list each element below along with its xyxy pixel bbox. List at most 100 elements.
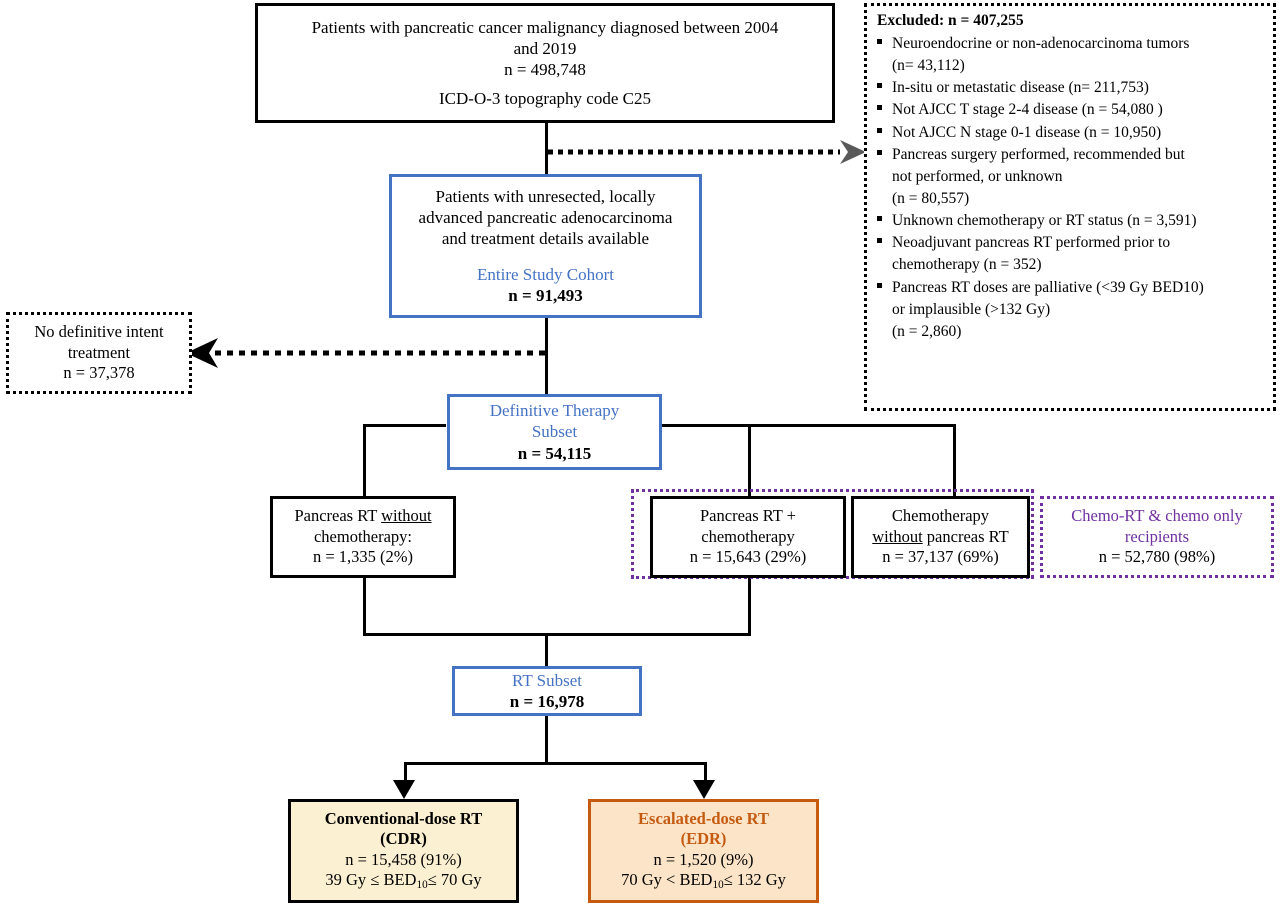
connector-cohort-to-definitive — [545, 316, 548, 394]
node-chemo-without-rt: Chemotherapy without pancreas RT n = 37,… — [851, 496, 1030, 578]
square-bullet-icon — [877, 216, 882, 222]
node-rt-without-chemo: Pancreas RT without chemotherapy: n = 1,… — [270, 496, 456, 578]
connector-convergence-horizontal — [363, 633, 751, 636]
edr-title-line1: Escalated-dose RT — [638, 808, 769, 828]
definitive-subset-label-line2: Subset — [531, 422, 578, 442]
connector-to-cdr — [404, 762, 407, 784]
no-definitive-line1: No definitive intent — [34, 322, 164, 342]
square-bullet-icon — [877, 149, 882, 155]
chemo-no-rt-line2: without pancreas RT — [872, 527, 1008, 547]
rt-subset-label: RT Subset — [512, 670, 582, 690]
node-conventional-dose-rt: Conventional-dose RT (CDR) n = 15,458 (9… — [288, 799, 519, 903]
node-rt-plus-chemo: Pancreas RT + chemotherapy n = 15,643 (2… — [650, 496, 846, 578]
connector-branch-rt-chemo — [748, 424, 751, 496]
rt-no-chemo-count: n = 1,335 (2%) — [312, 547, 414, 567]
study-cohort-label: Entire Study Cohort — [477, 264, 614, 284]
connector-branch-chemo-only — [953, 424, 956, 496]
connector-bottom-split-horizontal — [404, 762, 706, 765]
rt-plus-chemo-line2: chemotherapy — [701, 526, 795, 546]
cdr-dose-pre: 39 Gy ≤ BED — [325, 870, 417, 890]
excluded-item-text: Not AJCC N stage 0-1 disease (n = 10,950… — [892, 123, 1162, 141]
cdr-dose-post: ≤ 70 Gy — [427, 870, 482, 890]
excluded-item: Pancreas surgery performed, recommended … — [875, 144, 1265, 210]
no-definitive-count: n = 37,378 — [63, 363, 135, 383]
connector-to-edr — [704, 762, 707, 784]
rt-no-chemo-line1: Pancreas RT without — [294, 506, 431, 526]
definitive-subset-count: n = 54,115 — [517, 443, 592, 463]
excluded-item: Unknown chemotherapy or RT status (n = 3… — [875, 210, 1265, 232]
square-bullet-icon — [877, 238, 882, 244]
rt-no-chemo-line2: chemotherapy: — [313, 526, 413, 546]
study-cohort-line1: Patients with unresected, locally — [435, 187, 656, 207]
node-no-definitive-treatment: No definitive intent treatment n = 37,37… — [6, 312, 192, 394]
chemort-group-line1: Chemo-RT & chemo only — [1071, 506, 1243, 526]
chemo-no-rt-line1: Chemotherapy — [891, 506, 990, 526]
edr-dose-range: 70 Gy < BED10≤ 132 Gy — [621, 870, 786, 893]
rt-no-chemo-without: without — [381, 506, 432, 526]
study-cohort-count: n = 91,493 — [508, 285, 583, 305]
source-cohort-count: n = 498,748 — [504, 60, 586, 79]
node-source-cohort: Patients with pancreatic cancer malignan… — [255, 3, 835, 123]
rt-plus-chemo-line1: Pancreas RT + — [700, 506, 796, 526]
excluded-item-cont2: (n = 2,860) — [892, 322, 962, 340]
excluded-title: Excluded: n = 407,255 — [877, 12, 1024, 29]
connector-convergence-to-rtsubset — [545, 633, 548, 666]
definitive-subset-label-line1: Definitive Therapy — [489, 401, 620, 421]
excluded-item-text: Pancreas surgery performed, recommended … — [892, 145, 1185, 163]
excluded-item-text: Neuroendocrine or non-adenocarcinoma tum… — [892, 34, 1190, 52]
study-cohort-line2: advanced pancreatic adenocarcinoma — [418, 208, 673, 228]
edr-dose-pre: 70 Gy < BED — [621, 870, 713, 890]
chemort-group-count: n = 52,780 (98%) — [1098, 547, 1216, 567]
source-cohort-line1: Patients with pancreatic cancer malignan… — [311, 17, 779, 37]
excluded-list: Neuroendocrine or non-adenocarcinoma tum… — [875, 33, 1265, 343]
connector-rtbox-down-middle — [748, 578, 751, 636]
rt-plus-chemo-count: n = 15,643 (29%) — [689, 547, 807, 567]
edr-dose-sub: 10 — [712, 879, 724, 892]
cdr-count: n = 15,458 (91%) — [345, 849, 462, 869]
square-bullet-icon — [877, 38, 882, 44]
cdr-dose-sub: 10 — [416, 879, 428, 892]
edr-dose-post: ≤ 132 Gy — [723, 870, 786, 890]
chemo-no-rt-line2-b: pancreas RT — [922, 526, 1009, 546]
excluded-item: Pancreas RT doses are palliative (<39 Gy… — [875, 277, 1265, 343]
connector-definitive-left-horizontal — [363, 424, 446, 427]
excluded-item: Neuroendocrine or non-adenocarcinoma tum… — [875, 33, 1265, 77]
excluded-item-cont: or implausible (>132 Gy) — [892, 300, 1051, 318]
arrowhead-to-excluded — [840, 140, 866, 164]
excluded-item-text: Neoadjuvant pancreas RT performed prior … — [892, 234, 1171, 252]
square-bullet-icon — [877, 282, 882, 288]
chemo-no-rt-without: without — [872, 526, 923, 546]
chemo-no-rt-count: n = 37,137 (69%) — [882, 547, 999, 567]
node-entire-study-cohort: Patients with unresected, locally advanc… — [389, 174, 702, 318]
excluded-item: In-situ or metastatic disease (n= 211,75… — [875, 77, 1265, 99]
node-excluded: Excluded: n = 407,255 Neuroendocrine or … — [864, 3, 1276, 411]
excluded-item-cont: (n= 43,112) — [892, 57, 965, 75]
chemort-group-line2: recipients — [1124, 526, 1190, 546]
edr-title-line2: (EDR) — [680, 829, 727, 849]
cdr-title-line1: Conventional-dose RT — [324, 808, 483, 828]
excluded-item-text: Pancreas RT doses are palliative (<39 Gy… — [892, 278, 1204, 296]
connector-definitive-right-horizontal — [660, 424, 956, 427]
node-escalated-dose-rt: Escalated-dose RT (EDR) n = 1,520 (9%) 7… — [588, 799, 819, 903]
excluded-item: Not AJCC N stage 0-1 disease (n = 10,950… — [875, 122, 1265, 144]
source-cohort-icd-code: ICD-O-3 topography code C25 — [439, 89, 651, 109]
connector-rtbox-down-left — [363, 578, 366, 636]
rt-no-chemo-line1-a: Pancreas RT — [294, 506, 382, 526]
node-definitive-therapy-subset: Definitive Therapy Subset n = 54,115 — [447, 394, 662, 470]
study-cohort-line3: and treatment details available — [441, 229, 650, 249]
excluded-item-text: In-situ or metastatic disease (n= 211,75… — [892, 79, 1149, 97]
connector-definitive-left-vertical — [363, 424, 366, 496]
no-definitive-line2: treatment — [67, 342, 131, 362]
excluded-item: Neoadjuvant pancreas RT performed prior … — [875, 232, 1265, 276]
excluded-item: Not AJCC T stage 2-4 disease (n = 54,080… — [875, 99, 1265, 121]
connector-rtsubset-down — [545, 716, 548, 764]
cdr-dose-range: 39 Gy ≤ BED10≤ 70 Gy — [325, 870, 481, 893]
excluded-item-cont: chemotherapy (n = 352) — [892, 256, 1042, 274]
square-bullet-icon — [877, 127, 882, 133]
edr-count: n = 1,520 (9%) — [653, 849, 754, 869]
connector-source-to-cohort — [545, 122, 548, 174]
excluded-item-text: Unknown chemotherapy or RT status (n = 3… — [892, 212, 1197, 230]
square-bullet-icon — [877, 105, 882, 111]
excluded-item-cont: not performed, or unknown — [892, 167, 1063, 185]
